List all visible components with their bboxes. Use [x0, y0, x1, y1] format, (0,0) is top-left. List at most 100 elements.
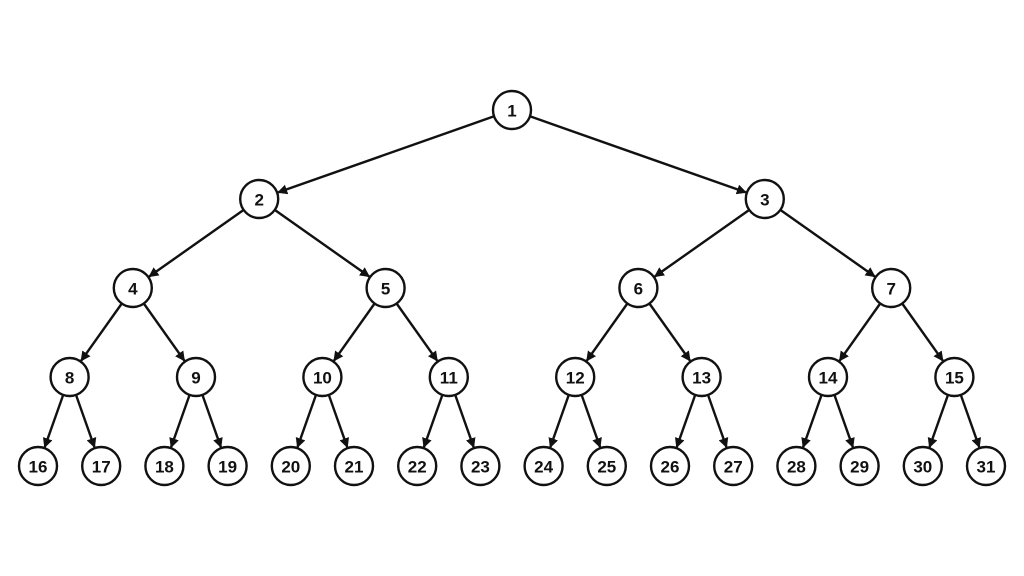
tree-node-6: 6	[618, 267, 659, 309]
node-label: 23	[471, 458, 490, 477]
edge-1-to-2	[277, 115, 495, 195]
node-circle	[586, 445, 627, 487]
node-label: 17	[92, 458, 111, 477]
node-label: 13	[692, 369, 711, 388]
tree-node-16: 16	[17, 445, 59, 487]
tree-node-2: 2	[239, 178, 280, 220]
tree-node-17: 17	[80, 445, 122, 487]
node-label: 27	[724, 458, 743, 477]
edge-11-to-23	[454, 394, 476, 449]
node-circle	[902, 445, 943, 487]
edge-10-to-21	[327, 394, 350, 449]
tree-node-31: 31	[965, 445, 1007, 487]
edge-10-to-20	[295, 394, 318, 449]
node-circle	[776, 445, 817, 487]
node-label: 12	[566, 369, 585, 388]
tree-node-23: 23	[460, 445, 501, 487]
tree-node-22: 22	[397, 445, 438, 487]
node-label: 10	[313, 369, 332, 388]
edge-12-to-24	[548, 394, 570, 449]
node-circle	[175, 356, 217, 398]
node-circle	[649, 445, 691, 487]
tree-node-3: 3	[744, 178, 785, 220]
tree-node-1: 1	[491, 89, 533, 131]
node-label: 5	[381, 280, 390, 299]
node-label: 8	[65, 369, 74, 388]
node-label: 25	[597, 458, 616, 477]
edge-4-to-9	[142, 302, 186, 362]
node-label: 14	[819, 369, 838, 388]
tree-node-18: 18	[144, 445, 185, 487]
edges-layer	[42, 115, 982, 449]
node-label: 18	[155, 458, 174, 477]
node-circle	[302, 356, 343, 398]
tree-node-4: 4	[112, 267, 154, 309]
edge-1-to-3	[529, 115, 747, 195]
edge-4-to-8	[80, 302, 123, 362]
edge-15-to-30	[927, 394, 950, 449]
edge-2-to-4	[148, 208, 245, 278]
tree-node-27: 27	[713, 445, 754, 487]
edge-11-to-22	[422, 394, 444, 449]
node-circle	[934, 356, 975, 398]
node-label: 15	[945, 369, 964, 388]
node-label: 11	[440, 369, 458, 388]
tree-node-20: 20	[270, 445, 311, 487]
tree-node-11: 11	[428, 356, 469, 398]
edge-14-to-28	[801, 394, 823, 449]
edge-5-to-11	[395, 302, 439, 362]
node-circle	[17, 445, 59, 487]
node-label: 3	[760, 191, 769, 210]
node-label: 4	[128, 280, 138, 299]
node-circle	[807, 356, 849, 398]
tree-node-13: 13	[681, 356, 722, 398]
tree-node-7: 7	[871, 267, 912, 309]
node-label: 22	[408, 458, 427, 477]
edge-9-to-19	[201, 394, 223, 449]
node-circle	[333, 445, 375, 487]
tree-node-24: 24	[523, 445, 564, 487]
node-label: 20	[281, 458, 300, 477]
node-label: 24	[534, 458, 553, 477]
tree-node-14: 14	[807, 356, 849, 398]
edge-8-to-16	[42, 394, 65, 449]
node-label: 9	[191, 369, 200, 388]
node-circle	[618, 267, 659, 309]
node-circle	[239, 178, 280, 220]
node-circle	[523, 445, 564, 487]
edge-7-to-14	[838, 302, 882, 362]
node-label: 7	[886, 280, 895, 299]
node-circle	[965, 445, 1007, 487]
edge-15-to-31	[959, 394, 982, 449]
tree-node-15: 15	[934, 356, 975, 398]
node-label: 6	[634, 280, 643, 299]
tree-node-21: 21	[333, 445, 375, 487]
tree-node-9: 9	[175, 356, 217, 398]
edge-12-to-25	[580, 394, 602, 449]
node-circle	[397, 445, 438, 487]
node-circle	[839, 445, 880, 487]
node-label: 21	[345, 458, 364, 477]
node-circle	[871, 267, 912, 309]
edge-2-to-5	[274, 208, 371, 278]
node-circle	[365, 267, 406, 309]
edge-14-to-29	[833, 394, 855, 449]
node-circle	[270, 445, 311, 487]
edge-6-to-13	[648, 302, 691, 362]
tree-node-10: 10	[302, 356, 343, 398]
edge-7-to-15	[901, 302, 944, 362]
edge-3-to-7	[779, 208, 876, 278]
node-label: 2	[254, 191, 263, 210]
node-circle	[460, 445, 501, 487]
edge-13-to-26	[674, 394, 697, 449]
edge-5-to-10	[333, 302, 376, 362]
node-label: 30	[913, 458, 932, 477]
node-label: 29	[850, 458, 869, 477]
node-label: 28	[787, 458, 806, 477]
node-label: 1	[507, 102, 516, 121]
node-circle	[80, 445, 122, 487]
edge-9-to-18	[169, 394, 191, 449]
node-circle	[744, 178, 785, 220]
